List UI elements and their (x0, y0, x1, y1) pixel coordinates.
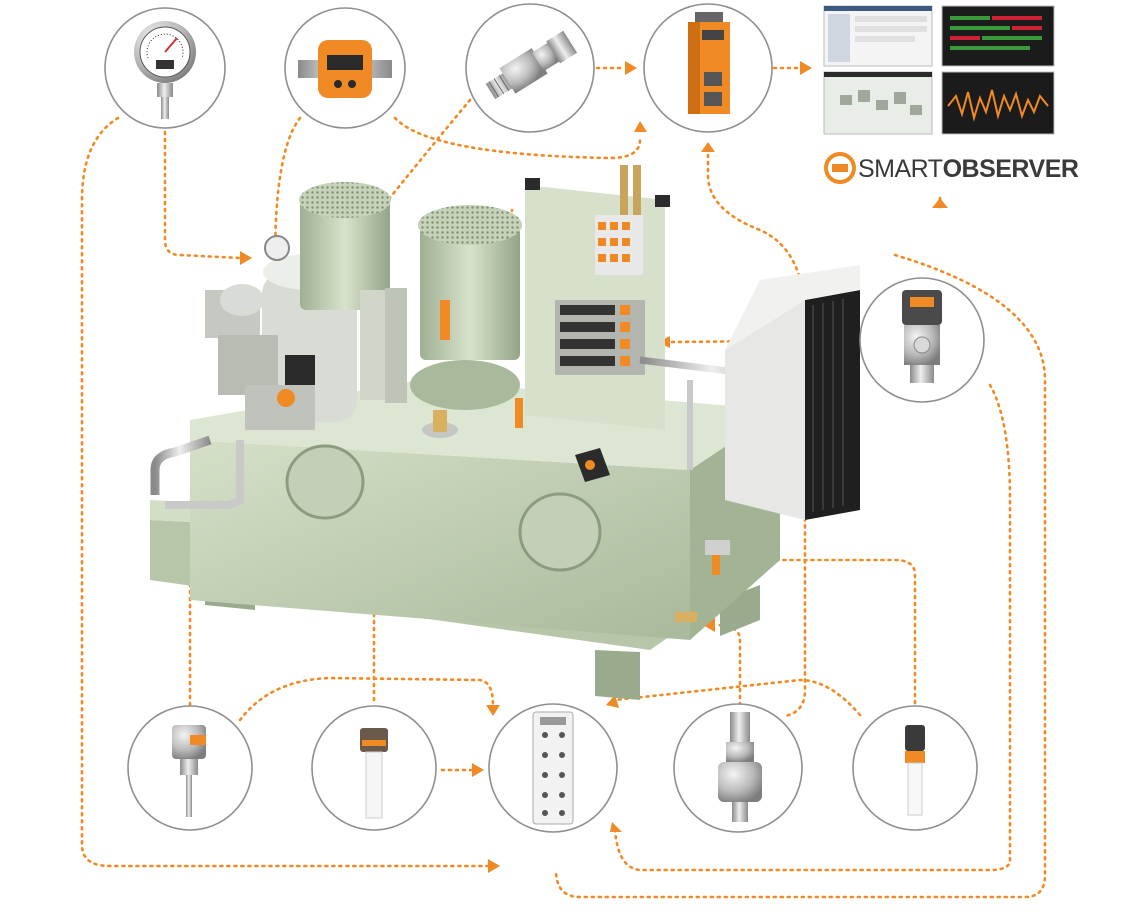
arrow-into-master (625, 61, 637, 75)
hydraulic-power-unit-icon (150, 165, 860, 700)
io-link-master-icon (688, 12, 730, 114)
arrow-to-master (634, 121, 647, 132)
arrow-to-base (703, 618, 715, 632)
arrow-to-brand (932, 198, 948, 208)
io-module-icon (532, 711, 574, 825)
arrow-to-screens (800, 61, 812, 75)
arrow-to-gauge (240, 251, 252, 265)
temperature-sensor-icon (172, 725, 206, 817)
smartobserver-logo-icon (824, 152, 856, 184)
brand-wordmark: SMARTOBSERVER (858, 155, 1079, 184)
arrow-to-io-module-top (486, 705, 500, 716)
arrow-into-io-module (472, 763, 484, 777)
level-sensor-icon (360, 728, 388, 819)
brand-name-part2: OBSERVER (942, 155, 1079, 183)
pressure-sensor-icon (718, 712, 762, 822)
vibration-sensor-icon (485, 30, 578, 100)
pressure-gauge-icon (134, 21, 196, 119)
oil-quality-sensor-icon (905, 725, 925, 816)
monitoring-screens-icon (823, 5, 1055, 135)
pressure-transmitter-icon (902, 290, 942, 383)
brand-name-part1: SMART (858, 155, 943, 183)
arrow-to-io-module-right (610, 822, 622, 832)
arrow-to-frame (606, 695, 619, 708)
flow-sensor-icon (298, 40, 392, 98)
arrow-to-io-module-left (488, 859, 500, 873)
arrow-to-master-bottom (701, 142, 715, 152)
connection-lines (80, 66, 1047, 899)
